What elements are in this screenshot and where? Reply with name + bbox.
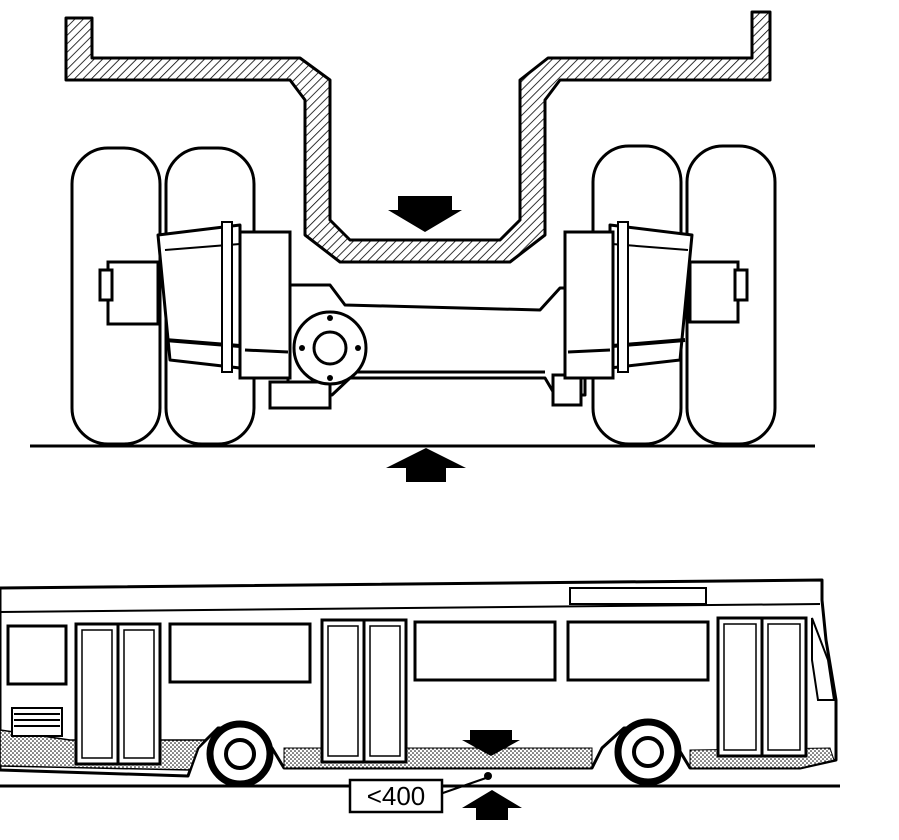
door-rear <box>716 616 808 758</box>
window-4 <box>566 620 710 682</box>
load-arrow-down-bottom <box>462 730 520 756</box>
callout-leader <box>439 777 487 795</box>
grille-vent <box>11 707 63 737</box>
window-1 <box>6 624 68 686</box>
callout-box <box>348 778 444 814</box>
rear-wheel <box>614 718 682 786</box>
axle-beam <box>286 283 587 397</box>
support-arrow-up-top <box>386 448 466 482</box>
clearance-label: <400 <box>367 781 426 811</box>
door-front <box>74 622 162 766</box>
bus-view: <400 <box>0 578 840 820</box>
windshield <box>811 617 836 701</box>
chassis-frame <box>64 10 772 264</box>
hub-right <box>563 221 749 380</box>
axle-lower-bracket-left <box>268 380 332 410</box>
front-wheel <box>206 720 274 788</box>
axle-view <box>30 10 815 482</box>
window-2 <box>168 622 312 684</box>
destination-sign <box>569 587 707 605</box>
differential <box>292 310 368 386</box>
hub-left <box>98 221 292 380</box>
window-3 <box>413 620 557 682</box>
door-middle <box>320 618 408 764</box>
load-arrow-down-top <box>388 196 462 232</box>
support-arrow-up-bottom <box>462 790 522 820</box>
